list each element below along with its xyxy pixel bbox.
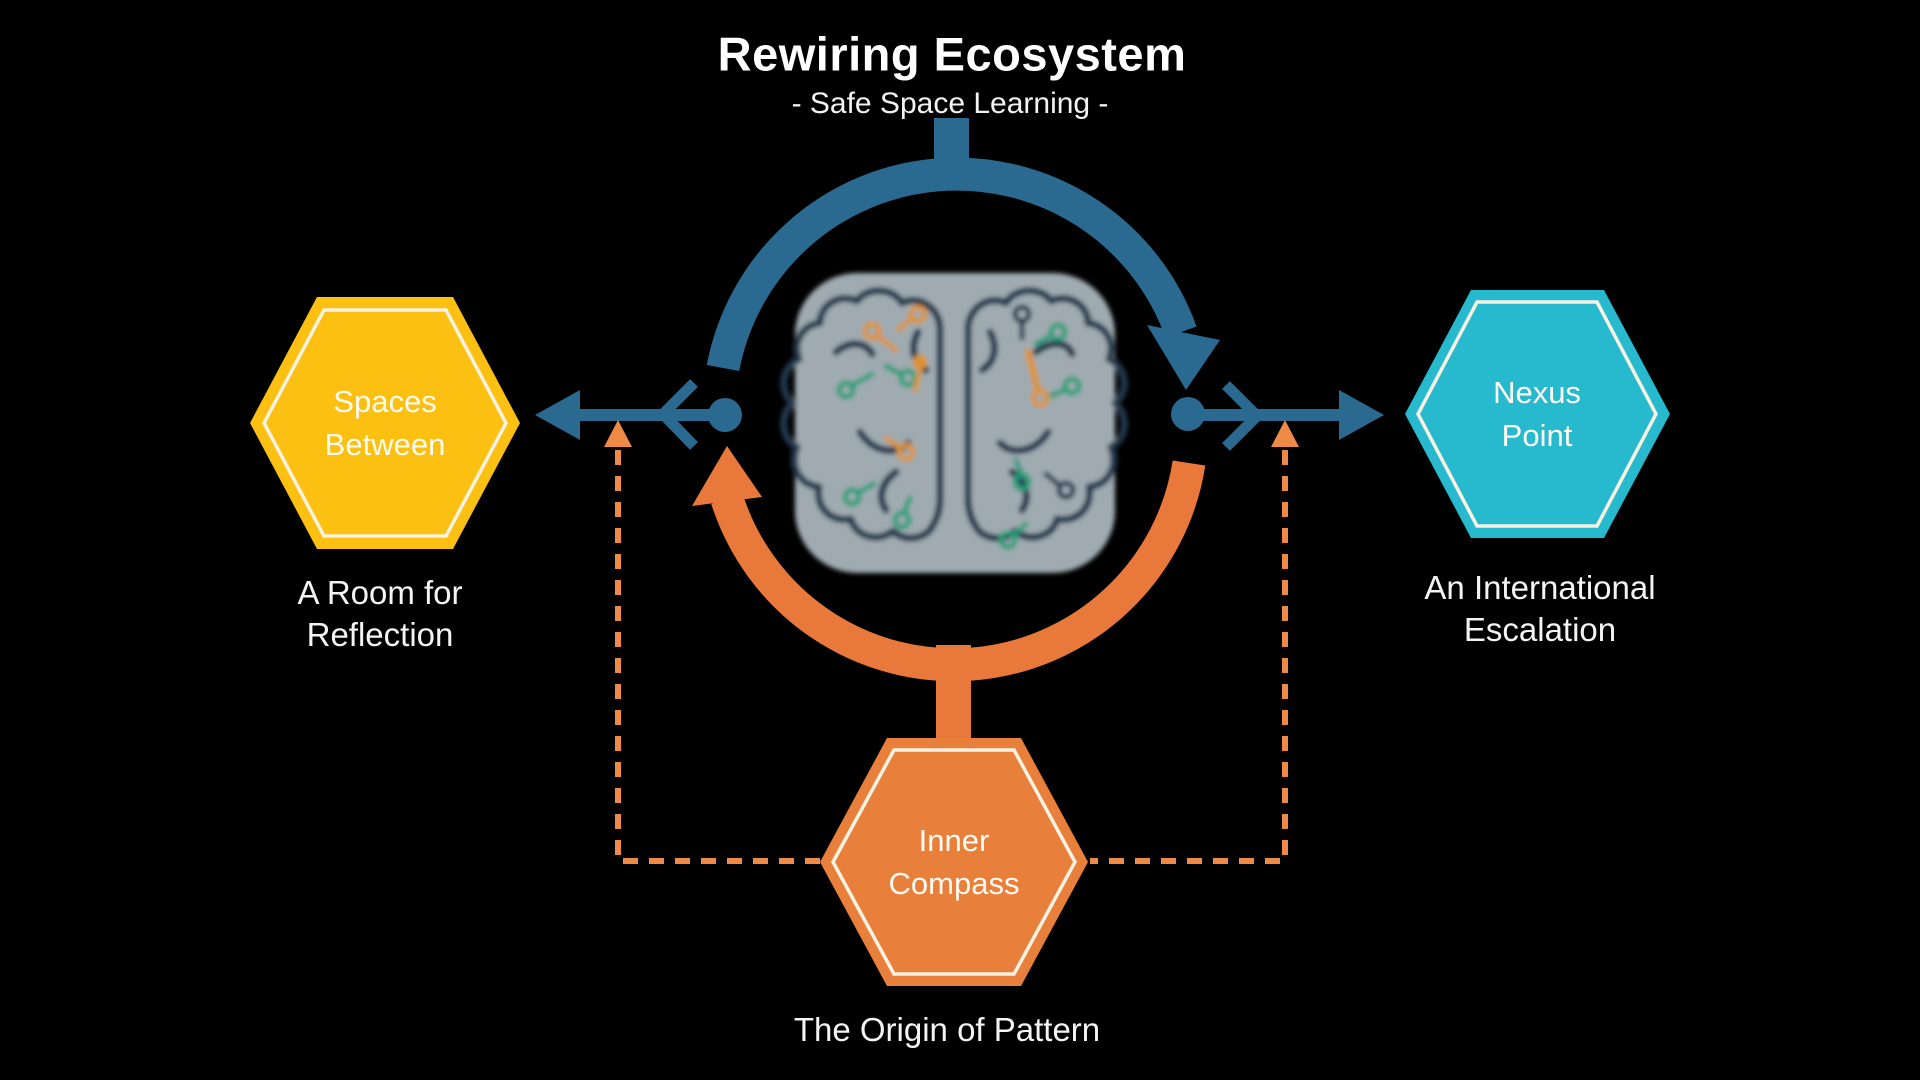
dashed-feedback-lines <box>604 420 1299 864</box>
page-title: Rewiring Ecosystem <box>717 27 1187 81</box>
brain-circuit-nodes-green <box>836 322 1082 550</box>
brain-circuit-icon <box>780 273 1128 573</box>
hexagon-left-inner-outline <box>262 308 508 538</box>
cycle-arc-top-group <box>706 118 1220 390</box>
cycle-arc-bottom-group <box>692 446 1206 743</box>
hexagon-shapes <box>250 290 1670 986</box>
hexagon-left-caption: A Room for Reflection <box>297 573 463 653</box>
brain-fold <box>978 328 998 374</box>
dashed-feedback-left <box>615 450 820 864</box>
brain-fold <box>996 428 1052 454</box>
dashed-feedback-left-arrowhead-icon <box>604 420 632 447</box>
hexagon-bottom-inner-outline <box>831 748 1077 976</box>
hexagon-left <box>250 297 520 549</box>
brain-left-hemisphere <box>780 287 944 542</box>
hexagon-right <box>1405 290 1670 538</box>
brain-fold <box>1032 340 1076 358</box>
hexagon-bottom <box>820 738 1088 986</box>
bottom-hexagon-connector-stem <box>936 645 971 743</box>
left-outbound-arrow <box>535 379 742 450</box>
page-subtitle: - Safe Space Learning - <box>791 87 1109 120</box>
brain-fold <box>878 468 900 514</box>
hexagon-bottom-caption: The Origin of Pattern <box>793 1010 1101 1048</box>
brain-right-hemisphere <box>964 287 1128 542</box>
brain-circuit-nodes-navy <box>1012 304 1076 500</box>
right-arrow-shaft <box>1188 409 1356 421</box>
right-arrowhead-icon <box>1339 390 1384 440</box>
left-arrow-chevron-icon <box>655 379 698 450</box>
brain-icon-background <box>795 273 1115 573</box>
hexagon-right-caption: An International Escalation <box>1424 568 1656 648</box>
left-arrowhead-icon <box>535 390 580 440</box>
hexagon-left-label: Spaces Between <box>324 384 446 462</box>
brain-fold <box>832 340 876 358</box>
hexagon-right-inner-outline <box>1416 300 1658 528</box>
hexagon-right-label: Nexus Point <box>1493 375 1581 453</box>
left-arrow-shaft <box>548 409 726 421</box>
cycle-arc-top <box>706 157 1197 372</box>
right-arrow-chevron-icon <box>1222 381 1265 451</box>
cycle-arc-top-arrowhead-icon <box>1147 325 1220 390</box>
cycle-arc-bottom <box>711 460 1206 682</box>
right-outbound-arrow <box>1171 381 1384 451</box>
brain-circuit-nodes-orange <box>862 304 1050 462</box>
cycle-arc-bottom-arrowhead-icon <box>692 446 762 506</box>
dashed-feedback-right-arrowhead-icon <box>1271 420 1299 447</box>
hexagon-bottom-label: Inner Compass <box>888 823 1020 901</box>
dashed-feedback-right <box>1090 450 1288 864</box>
